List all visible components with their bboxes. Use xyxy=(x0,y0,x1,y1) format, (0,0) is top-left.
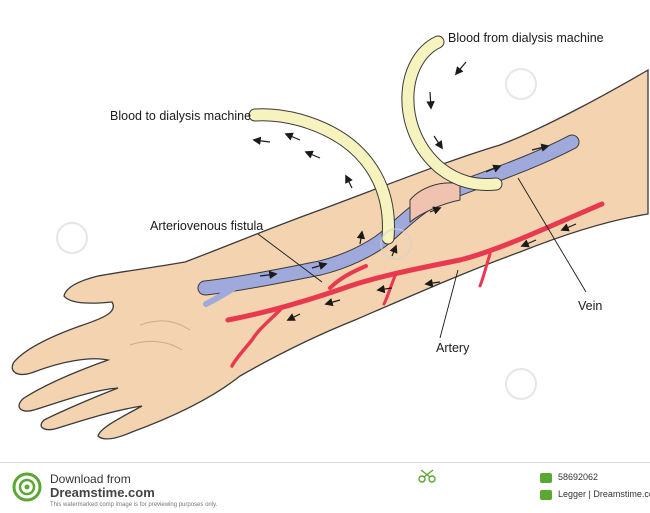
watermark-ring xyxy=(56,222,88,254)
flow-arrow xyxy=(324,298,341,307)
artery-branch xyxy=(478,252,492,288)
flow-arrow xyxy=(531,143,550,152)
flow-arrow xyxy=(429,206,442,215)
tube-to-machine-fill xyxy=(249,109,394,244)
flow-arrow xyxy=(485,164,502,173)
dreamstime-site-link[interactable]: Dreamstime.com xyxy=(50,485,155,500)
label-blood-from-machine: Blood from dialysis machine xyxy=(448,31,604,45)
leader-line-fistula xyxy=(257,233,323,283)
flow-arrow xyxy=(259,270,278,280)
flow-arrow xyxy=(376,284,393,294)
tube-from-machine-fill xyxy=(402,36,502,190)
id-icon xyxy=(540,473,552,483)
image-credit: Legger | Dreamstime.com xyxy=(558,489,650,499)
flow-arrow xyxy=(520,239,537,248)
flow-arrow xyxy=(433,135,443,150)
flow-arrow xyxy=(424,278,441,288)
label-arteriovenous-fistula: Arteriovenous fistula xyxy=(150,219,263,233)
download-from-text: Download from xyxy=(50,472,131,486)
flow-arrow xyxy=(345,174,353,189)
label-blood-to-machine: Blood to dialysis machine xyxy=(110,109,251,123)
label-vein: Vein xyxy=(578,299,602,313)
leader-line-vein xyxy=(517,177,587,293)
flow-arrow xyxy=(286,313,301,321)
flow-arrow xyxy=(560,223,577,232)
flow-arrow xyxy=(311,261,328,270)
leader-line-artery xyxy=(439,269,459,339)
arm xyxy=(11,68,649,440)
watermark-footer: Download from Dreamstime.com This waterm… xyxy=(0,462,650,513)
dilated-vein-segment xyxy=(409,182,461,224)
artery-branch xyxy=(230,308,282,368)
watermark-ring xyxy=(380,228,412,260)
flow-arrow xyxy=(356,230,366,245)
flow-arrow xyxy=(454,61,467,76)
vein-branch xyxy=(203,281,243,307)
flow-arrow xyxy=(252,136,271,146)
user-icon xyxy=(540,490,552,500)
watermark-ring xyxy=(505,368,537,400)
label-artery: Artery xyxy=(436,341,470,355)
palm-crease xyxy=(129,340,183,351)
flow-arrow xyxy=(284,132,301,141)
scissors-icon xyxy=(418,469,436,483)
artery-vessel xyxy=(225,201,605,323)
dreamstime-logo-icon xyxy=(12,472,42,502)
artery-branch xyxy=(382,274,397,306)
image-id: 58692062 xyxy=(558,472,599,482)
flow-arrow xyxy=(304,150,321,159)
fistula-diagram: Blood from dialysis machine Blood to dia… xyxy=(11,31,649,440)
watermark-ring xyxy=(505,68,537,100)
preview-notice: This watermarked comp image is for previ… xyxy=(50,502,218,508)
palm-crease xyxy=(139,320,191,331)
flow-arrow xyxy=(426,91,435,110)
artery-to-fistula xyxy=(328,264,368,290)
